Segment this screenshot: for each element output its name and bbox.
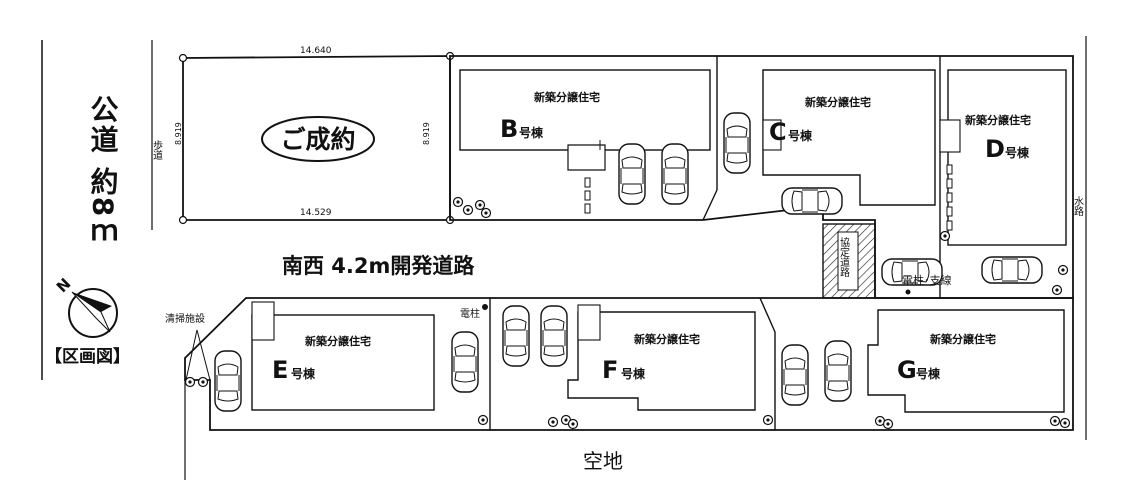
lot-a-dim-right: 8.919 [422, 122, 431, 145]
utility-pole-marker [905, 289, 911, 295]
lot-c-type-label: 新築分譲住宅 [805, 95, 871, 109]
lot-c-letter: C [769, 118, 787, 146]
public-road-label: 公道 約8ｍ [87, 95, 120, 248]
lot-g: 新築分譲住宅 G 号棟 [781, 309, 1071, 430]
lot-c-suffix: 号棟 [788, 128, 813, 143]
lot-a: 14.640 14.529 8.919 8.919 ご成約 [174, 46, 455, 225]
north-letter: N [53, 275, 75, 297]
lot-d: 新築分譲住宅 D 号棟 [939, 69, 1067, 246]
lot-g-suffix: 号棟 [916, 366, 941, 381]
lot-b: 新築分譲住宅 B 号棟 [452, 69, 711, 219]
vacant-land-label: 空地 [583, 449, 623, 473]
lot-b-letter: B [500, 115, 518, 143]
lot-g-letter: G [897, 356, 917, 384]
agreement-road: 協定道路 [822, 223, 876, 299]
lot-a-dim-bottom: 14.529 [300, 208, 332, 218]
cleaning-facility-label: 清掃施設 [165, 312, 205, 325]
pole-label-right: 電柱･支線 [902, 273, 952, 287]
lot-d-letter: D [985, 135, 1005, 163]
sidewalk-label: 歩道 [151, 139, 163, 160]
lot-f-letter: F [602, 356, 618, 384]
north-block-outline [449, 55, 1074, 299]
utility-pole-top-marker [482, 304, 488, 310]
lot-a-dim-top: 14.640 [300, 46, 332, 56]
lot-b-type-label: 新築分譲住宅 [534, 90, 600, 104]
lot-f-suffix: 号棟 [621, 366, 646, 381]
map-title: 【区画図】 [45, 346, 130, 367]
lot-d-type-label: 新築分譲住宅 [965, 113, 1031, 127]
north-arrow-icon: N [53, 275, 118, 338]
lot-e-type-label: 新築分譲住宅 [305, 334, 371, 348]
development-road-label: 南西 4.2m開発道路 [282, 254, 475, 278]
lot-c: 新築分譲住宅 C 号棟 [723, 69, 936, 215]
lot-a-dim-left: 8.919 [174, 122, 183, 145]
pole-label-top: 電柱 [460, 307, 480, 320]
lot-e: 電柱 新築分譲住宅 E 号棟 [184, 298, 491, 430]
lot-e-suffix: 号棟 [291, 366, 316, 381]
lot-e-letter: E [272, 356, 288, 384]
waterway-label: 水路 [1072, 196, 1084, 217]
agreement-road-label: 協定道路 [838, 236, 850, 278]
lot-d-suffix: 号棟 [1005, 145, 1030, 160]
sold-status-label: ご成約 [280, 125, 355, 154]
lot-f: 新築分譲住宅 F 号棟 [502, 297, 776, 430]
lot-g-type-label: 新築分譲住宅 [930, 332, 996, 346]
lot-f-type-label: 新築分譲住宅 [634, 332, 700, 346]
lot-b-suffix: 号棟 [519, 125, 544, 140]
